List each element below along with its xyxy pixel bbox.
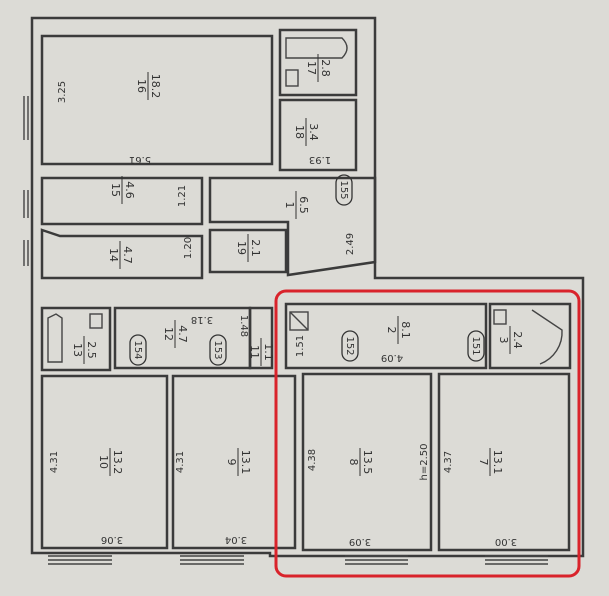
room-3-outline [488, 302, 572, 370]
room-13-outline [40, 306, 112, 372]
room-area: 18.2 [149, 74, 162, 99]
room-number: 10 [97, 455, 110, 469]
room-area: 2.5 [85, 341, 98, 359]
room-12-tag: 154 [129, 334, 147, 366]
dimension-label: 1.21 [177, 185, 188, 207]
room-11-outline [248, 306, 274, 370]
dimension-label: 1.20 [183, 237, 194, 259]
room-area: 4.6 [123, 181, 136, 199]
room-2-tag-oval [341, 330, 359, 362]
dimension-label: 4.31 [175, 451, 186, 473]
room-number: 19 [235, 241, 248, 255]
room-area: 13.2 [111, 450, 124, 475]
highlight-frame [274, 289, 581, 578]
room-17-outline [278, 28, 358, 97]
dimension-label: 3.25 [57, 81, 68, 103]
dimension-label: 4.31 [49, 451, 60, 473]
dimension-label: 2.49 [345, 233, 356, 255]
room-10-outline [40, 374, 169, 550]
room-area: 13.1 [491, 450, 504, 475]
room-12-b-tag-text: 153 [212, 340, 223, 359]
stove-icon [289, 311, 309, 331]
room-number: 16 [135, 79, 148, 93]
room-7-outline [437, 372, 571, 552]
room-number: 15 [109, 183, 122, 197]
room-area: 4.7 [176, 325, 189, 343]
sink-icon [89, 313, 103, 329]
room-8-outline [301, 372, 433, 552]
room-12-tag-text: 154 [132, 340, 143, 359]
toilet-icon [285, 69, 299, 87]
room-number: 13 [71, 343, 84, 357]
room-1-tag-text: 155 [338, 180, 349, 199]
room-1-tag: 155 [335, 174, 353, 206]
room-area: 13.5 [361, 450, 374, 475]
bathtub-icon [285, 37, 348, 59]
dimension-label: 1.51 [295, 335, 306, 357]
outer-wall [30, 16, 585, 558]
dimension-label: 4.37 [443, 451, 454, 473]
room-number: 17 [305, 61, 318, 75]
room-area: 4.7 [121, 246, 134, 264]
door-swing-icon [531, 309, 563, 365]
room-number: 8 [347, 459, 360, 466]
dimension-label: 1.93 [309, 154, 331, 165]
room-2-tag: 152 [341, 330, 359, 362]
room-12-tag-oval [129, 334, 147, 366]
dimension-label: 4.38 [307, 449, 318, 471]
room-area: 1.1 [262, 343, 275, 361]
room-area: 3.4 [307, 123, 320, 141]
room-16-outline [40, 34, 274, 166]
room-3-tag-text: 151 [470, 336, 481, 355]
room-9-outline [171, 374, 297, 550]
room-3-tag-oval [467, 330, 485, 362]
room-number: 3 [497, 337, 510, 344]
room-2-tag-text: 152 [344, 336, 355, 355]
ceiling-height-label: h=2.50 [419, 444, 430, 481]
room-number: 7 [477, 459, 490, 466]
dimension-label: 3.04 [225, 534, 247, 545]
room-2-outline [284, 302, 488, 370]
room-1-tag-oval [335, 174, 353, 206]
room-number: 14 [107, 248, 120, 262]
room-area: 8.1 [399, 321, 412, 339]
dimension-label: 3.09 [349, 536, 371, 547]
room-number: 12 [162, 327, 175, 341]
dimension-label: 4.09 [381, 352, 403, 363]
dimension-label: 3.00 [495, 536, 517, 547]
dimension-label: 5.61 [129, 154, 151, 165]
room-number: 1 [283, 202, 296, 209]
room-12-b-tag-oval [209, 334, 227, 366]
room-19-outline [208, 228, 288, 274]
room-1-outline [208, 176, 377, 277]
room-14-outline [40, 228, 204, 280]
room-area: 2.1 [249, 239, 262, 257]
bathtub-icon [47, 313, 63, 363]
room-area: 6.5 [297, 196, 310, 214]
room-12-b-tag: 153 [209, 334, 227, 366]
window-markers [23, 96, 548, 565]
dimension-label: 3.18 [191, 314, 213, 325]
room-number: 2 [385, 327, 398, 334]
dimension-label: 1.48 [238, 315, 249, 337]
stove-icon-cross [289, 311, 309, 331]
room-3-tag: 151 [467, 330, 485, 362]
toilet-icon [493, 309, 507, 325]
room-area: 13.1 [239, 450, 252, 475]
room-number: 11 [248, 345, 261, 359]
room-area: 2.4 [511, 331, 524, 349]
dimension-label: 3.06 [101, 534, 123, 545]
room-area: 2.8 [319, 59, 332, 77]
room-18-outline [278, 98, 358, 172]
room-number: 18 [293, 125, 306, 139]
room-number: 9 [225, 459, 238, 466]
